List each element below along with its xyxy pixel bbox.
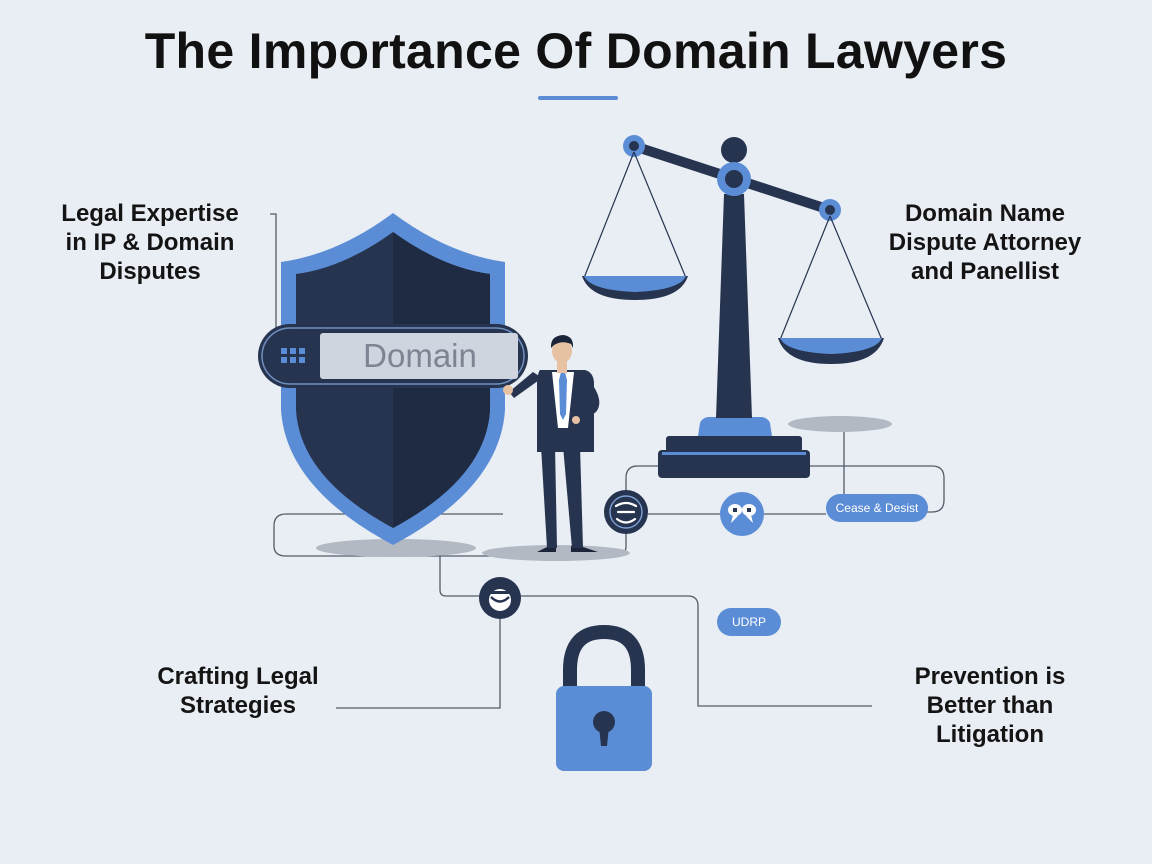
label-prevention: Prevention is Better than Litigation — [914, 663, 1066, 748]
grid-icon — [281, 348, 305, 363]
padlock-icon — [556, 624, 652, 771]
cease-desist-badge: Cease & Desist — [826, 494, 928, 522]
connector-left-loop — [273, 513, 503, 597]
label-dispute-attorney: Domain Name Dispute Attorney and Panelli… — [888, 200, 1082, 285]
domain-search-bar — [258, 324, 528, 388]
domain-search-text: Domain — [363, 337, 477, 374]
connector-legal-expertise — [270, 213, 277, 330]
label-legal-expertise: Legal Expertise in IP & Domain Disputes — [61, 200, 239, 285]
figure-shadow — [482, 545, 630, 561]
udrp-badge: UDRP — [717, 608, 781, 636]
speech-bubbles-icon — [720, 492, 764, 536]
shield-shadow — [316, 539, 476, 557]
connector-crafting — [336, 616, 501, 709]
businessman-figure — [503, 335, 600, 552]
label-crafting-strategies: Crafting Legal Strategies — [157, 663, 319, 719]
face-mask-icon — [479, 577, 521, 619]
connector-prevention — [518, 595, 872, 707]
gavel-icon — [604, 490, 648, 534]
scale-shadow — [788, 416, 892, 432]
scales-of-justice-icon — [582, 135, 884, 478]
title-underline — [538, 96, 618, 100]
page-title: The Importance Of Domain Lawyers — [144, 23, 1008, 79]
